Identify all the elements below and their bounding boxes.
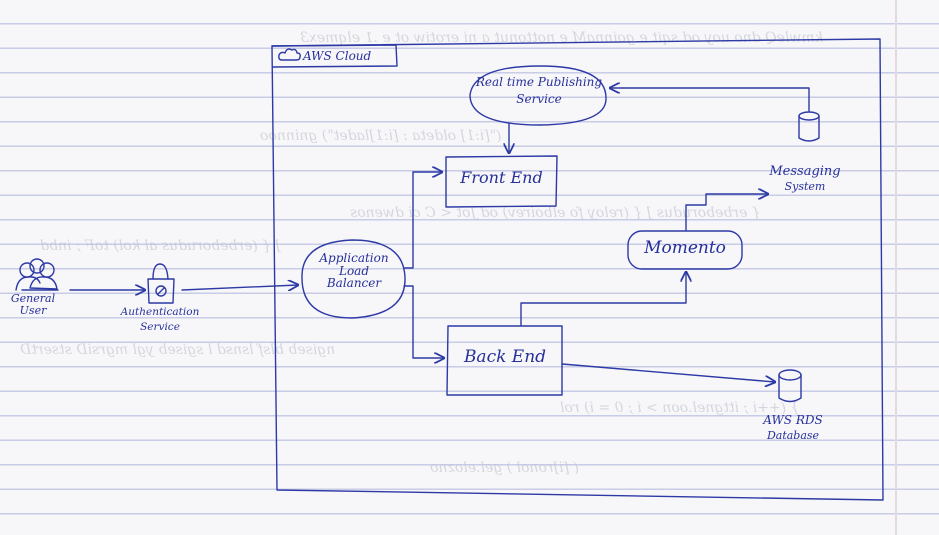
authentication-service-label: Authentication Service (105, 306, 215, 334)
edge-alb-to-back-end (403, 285, 444, 358)
general-user-label: General User (4, 293, 62, 316)
edge-auth-to-alb (181, 285, 298, 290)
front-end-node (445, 155, 558, 208)
application-load-balancer-label: Application Load Balancer (303, 252, 405, 290)
lock-icon (147, 263, 175, 304)
edge-db-to-realtime (610, 88, 810, 112)
realtime-label-line1: Real time Publishing (475, 75, 603, 89)
messaging-system-label: Messaging System (756, 165, 854, 192)
cloud-icon (278, 48, 301, 61)
realtime-label-line2: Service (516, 91, 562, 106)
alb-label-line3: Balancer (326, 276, 382, 291)
alb-label-line1: Application (319, 251, 389, 265)
edge-alb-to-front-end (403, 172, 442, 269)
messaging-label-line2: System (784, 179, 826, 193)
authentication-service-label-line1: Authentication (120, 306, 200, 318)
aws-cloud-boundary (271, 38, 884, 501)
messaging-label-line1: Messaging (769, 164, 841, 179)
users-icon (15, 258, 59, 291)
general-user-label-line1: General (10, 292, 56, 305)
realtime-publishing-service-node (469, 65, 607, 126)
database-icon (778, 369, 802, 403)
aws-rds-database-label: AWS RDS Database (745, 414, 841, 441)
realtime-publishing-service-label: Real time Publishing Service (472, 76, 606, 105)
momento-label: Momento (644, 238, 726, 258)
authentication-service-label-line2: Service (140, 321, 180, 334)
momento-node (627, 230, 743, 270)
edge-back-end-to-momento (520, 272, 686, 326)
database-icon (798, 111, 820, 142)
page-margin-line (895, 0, 897, 535)
rds-label-line1: AWS RDS (763, 413, 823, 427)
front-end-label: Front End (460, 168, 543, 187)
rds-label-line2: Database (766, 428, 820, 442)
aws-cloud-title: AWS Cloud (303, 49, 372, 63)
general-user-label-line2: User (19, 303, 47, 317)
aws-cloud-title-box (271, 44, 398, 68)
edge-momento-to-messaging (685, 194, 768, 231)
back-end-node (446, 325, 563, 396)
alb-label-line2: Load (338, 263, 370, 278)
edge-back-end-to-rds (561, 363, 775, 382)
back-end-label: Back End (463, 347, 547, 367)
application-load-balancer-node (301, 239, 406, 319)
